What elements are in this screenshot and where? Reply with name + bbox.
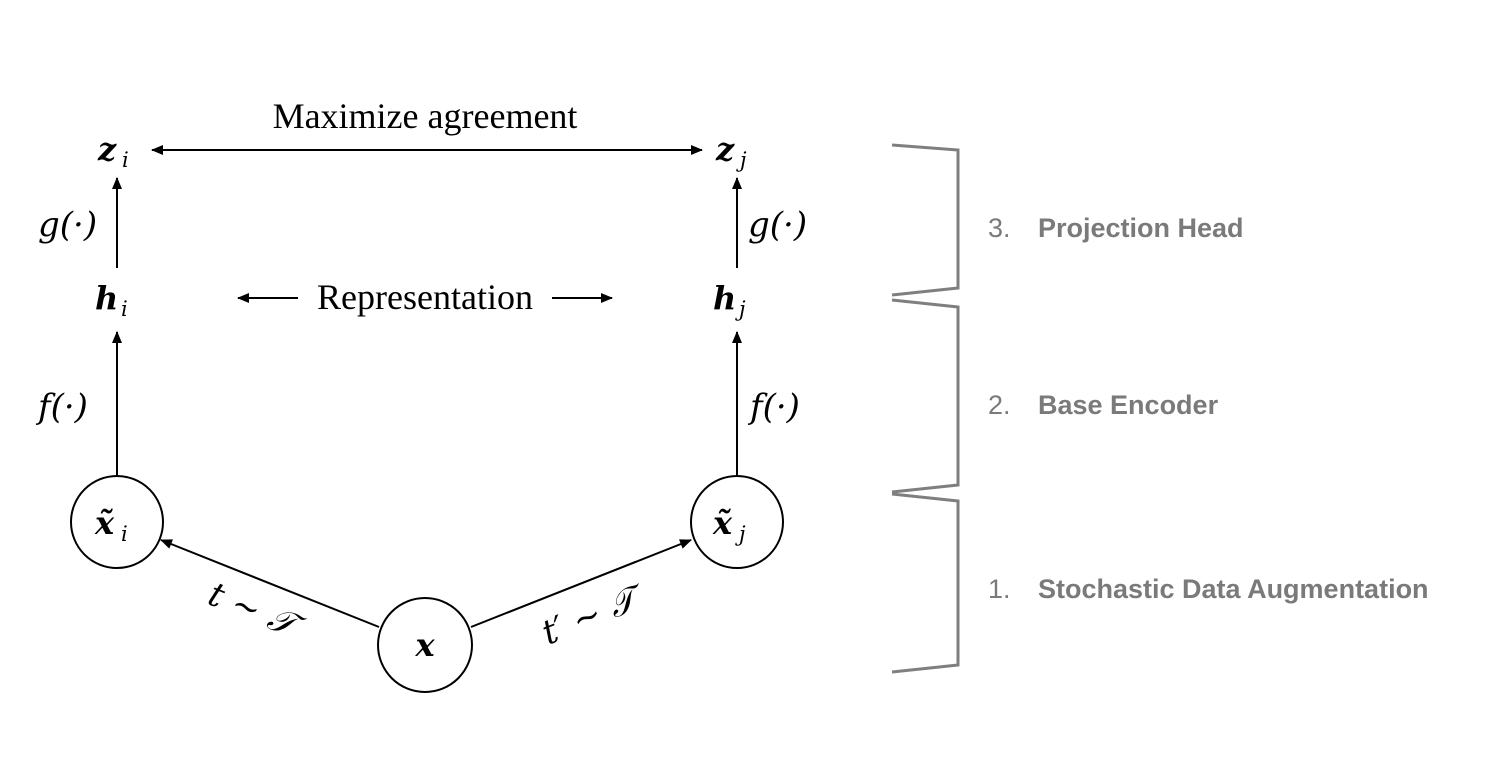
node-h-i: h i (95, 279, 128, 321)
node-x-tilde-i: x̃ i (70, 475, 164, 569)
left-augment-arrow (160, 539, 380, 628)
svg-text:3.: 3. (988, 213, 1011, 243)
node-h-j: h j (713, 279, 746, 321)
svg-text:z: z (715, 130, 735, 168)
svg-text:i: i (121, 522, 128, 546)
svg-text:i: i (122, 148, 129, 172)
node-x: x (377, 597, 473, 693)
svg-text:2.: 2. (988, 390, 1011, 420)
right-projection-label: g(·) (748, 205, 807, 245)
right-augment-label: t′ ∼ 𝒯 (536, 576, 651, 653)
bracket-data-augmentation (891, 492, 960, 674)
svg-text:i: i (121, 297, 128, 321)
svg-text:x: x (414, 626, 435, 664)
stage-data-augmentation: 1. Stochastic Data Augmentation (988, 574, 1429, 604)
svg-text:j: j (735, 522, 746, 546)
node-x-tilde-j: x̃ j (690, 475, 784, 569)
svg-text:x̃: x̃ (712, 504, 733, 542)
svg-text:h: h (95, 279, 118, 317)
right-augment-arrow (470, 539, 692, 628)
bracket-projection-head (891, 143, 960, 297)
svg-text:Projection Head: Projection Head (1038, 213, 1244, 243)
representation-label: Representation (317, 277, 533, 317)
node-z-i: z i (97, 130, 129, 172)
svg-text:Stochastic Data Augmentation: Stochastic Data Augmentation (1038, 574, 1429, 604)
maximize-agreement-label: Maximize agreement (273, 96, 578, 136)
node-z-j: z j (715, 130, 747, 172)
svg-text:j: j (735, 297, 746, 321)
svg-text:j: j (736, 148, 747, 172)
svg-text:1.: 1. (988, 574, 1011, 604)
left-encoder-label: f(·) (35, 387, 88, 427)
svg-text:x̃: x̃ (94, 504, 115, 542)
left-projection-label: g(·) (38, 205, 97, 245)
bracket-base-encoder (891, 298, 960, 494)
right-encoder-label: f(·) (747, 387, 800, 427)
stage-base-encoder: 2. Base Encoder (988, 390, 1219, 420)
svg-text:h: h (713, 279, 736, 317)
stage-projection-head: 3. Projection Head (988, 213, 1244, 243)
svg-text:Base Encoder: Base Encoder (1038, 390, 1219, 420)
left-augment-label: t ∼ 𝒯 (203, 574, 310, 648)
svg-text:z: z (97, 130, 117, 168)
